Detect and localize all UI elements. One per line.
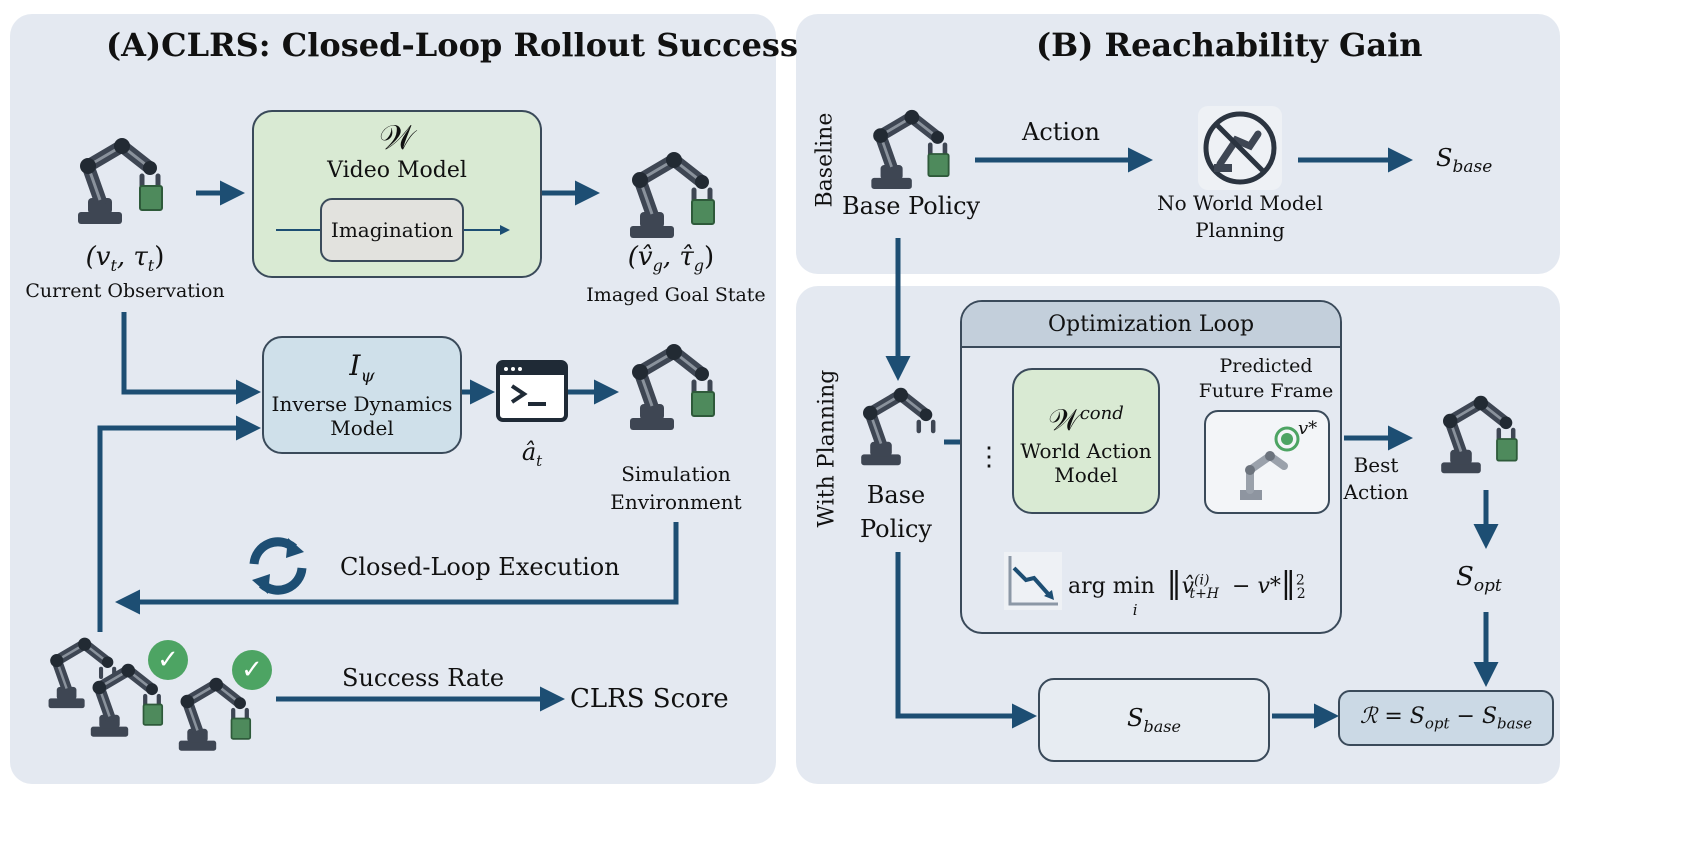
robot-arm-icon [70,136,180,230]
panel-b-baseline [796,14,1560,274]
robot-arm-icon [854,386,953,471]
imagination-label: Imagination [330,218,454,242]
video-model-label: Video Model [327,158,467,183]
inverse-dynamics-box: Iψ Inverse Dynamics Model [262,336,462,454]
opt-loop-header: Optimization Loop [962,302,1340,348]
current-obs-label: Current Observation [25,280,225,302]
s-base-box: Sbase [1038,678,1270,762]
base-policy-top-label: Base Policy [842,192,981,220]
action-hat-label: ât [521,438,543,470]
robot-arm-icon [622,342,732,436]
robot-arm-icon [172,676,266,756]
arrow-feedback-to-idm [97,415,261,632]
goal-state-label: Imaged Goal State [586,284,766,306]
goal-state-math: (v̂g, τ̂g) [627,242,715,276]
world-action-model-box: 𝒲cond World Action Model [1012,368,1160,514]
check-icon: ✓ [232,650,272,690]
arrow-obs-to-idm [121,312,261,405]
arrow-policy-to-sbase [895,552,1037,729]
closed-loop-label: Closed-Loop Execution [340,553,620,581]
reachability-formula-box: ℛ = Sopt − Sbase [1338,690,1554,746]
wam-line2: Model [1054,462,1118,487]
panel-a-title: (A)CLRS: Closed-Loop Rollout Success [106,26,798,64]
action-label: Action [1022,118,1100,146]
current-obs-math: (vt, τt) [85,242,165,276]
idm-line2: Model [330,416,394,441]
v-star-label: v* [1298,418,1318,439]
s-opt-label: Sopt [1456,562,1502,597]
argmin-formula: arg mini ‖v̂(i)t+H − v*‖22 [1068,566,1306,619]
refresh-icon [244,534,312,602]
success-rate-label: Success Rate [342,664,505,692]
arrow-closed-loop [115,522,679,615]
no-world-model-icon [1198,106,1282,194]
wam-symbol: 𝒲cond [1048,402,1124,438]
robot-arm-icon [622,150,732,244]
robot-arm-icon [84,662,178,742]
dots-glyph: ⋮ [976,442,1002,472]
predicted-robot-icon [1236,436,1296,506]
s-base-top: Sbase [1436,144,1493,177]
robot-arm-icon [864,108,965,194]
panel-b-title: (B) Reachability Gain [1036,26,1423,64]
check-icon: ✓ [148,640,188,680]
target-icon [1274,426,1300,456]
baseline-label: Baseline [812,112,838,208]
idm-line1: Inverse Dynamics [271,392,453,417]
video-model-symbol: 𝒲 [379,118,415,158]
terminal-icon [496,360,568,428]
robot-arm-icon [1434,394,1533,479]
clrs-score-label: CLRS Score [570,684,729,714]
trend-down-icon [1004,552,1062,614]
wam-line1: World Action [1020,438,1152,463]
with-planning-label: With Planning [814,369,840,528]
idm-symbol: Iψ [349,348,375,387]
imagination-box: Imagination [320,198,464,262]
